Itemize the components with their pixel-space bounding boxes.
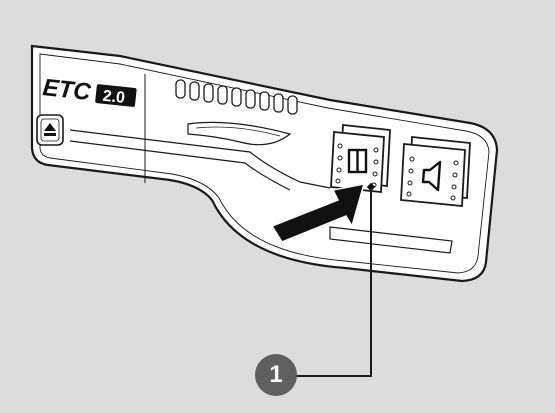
etc-version-badge: 2.0 bbox=[102, 88, 126, 107]
callout-number: 1 bbox=[269, 361, 283, 388]
indicator-slot bbox=[259, 91, 270, 111]
display-toggle-icon bbox=[347, 148, 368, 174]
indicator-slot bbox=[189, 81, 200, 101]
device-body bbox=[30, 44, 499, 283]
etc-logo-text: ETC bbox=[41, 74, 92, 106]
press-direction-arrow bbox=[270, 183, 366, 243]
card-slot bbox=[69, 129, 331, 189]
curved-ridge-highlight bbox=[195, 126, 281, 137]
etc-logo: ETC 2.0 bbox=[41, 74, 137, 107]
indicator-slot bbox=[287, 95, 298, 115]
display-button[interactable] bbox=[330, 124, 391, 193]
lower-slot bbox=[329, 226, 453, 254]
indicator-slot bbox=[203, 83, 214, 103]
indicator-slot bbox=[245, 89, 256, 109]
device-inner-outline bbox=[39, 53, 490, 274]
eject-button[interactable] bbox=[36, 114, 64, 146]
indicator-slot bbox=[175, 79, 186, 99]
card-slot-lower bbox=[69, 140, 291, 191]
indicator-slot bbox=[273, 93, 284, 113]
indicator-slots bbox=[175, 79, 298, 115]
callout-leader bbox=[296, 182, 376, 377]
speaker-button[interactable] bbox=[400, 136, 471, 207]
indicator-slot bbox=[217, 85, 228, 105]
indicator-slot bbox=[231, 87, 242, 107]
etc-version-badge-box bbox=[95, 84, 137, 107]
eject-icon bbox=[44, 123, 56, 136]
display-button-dots bbox=[335, 143, 379, 188]
speaker-button-dots bbox=[406, 156, 459, 201]
curved-ridge bbox=[187, 121, 292, 146]
callout-number-badge: 1 bbox=[255, 354, 297, 396]
speaker-icon bbox=[421, 160, 442, 192]
